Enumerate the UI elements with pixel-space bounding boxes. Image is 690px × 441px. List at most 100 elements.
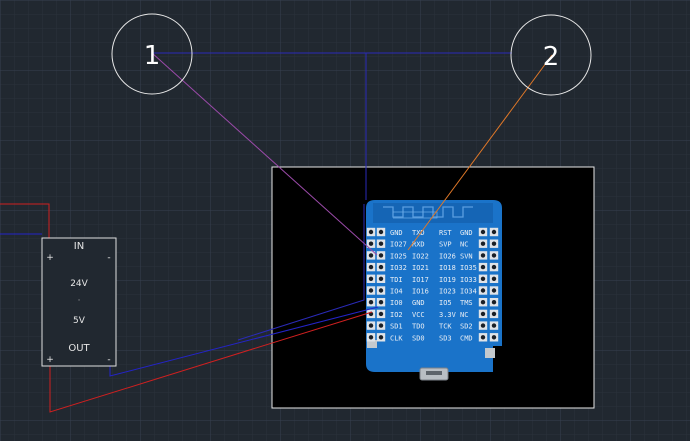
pin-hole xyxy=(378,335,384,340)
pin-hole xyxy=(480,311,486,317)
pin-hole xyxy=(480,276,486,281)
marker-2-label: 2 xyxy=(543,42,560,72)
marker-2-circle xyxy=(510,14,592,96)
wire-marker-1[interactable] xyxy=(151,52,378,256)
wires xyxy=(0,52,553,413)
pin-hole xyxy=(378,264,384,270)
antenna-trace xyxy=(383,206,473,218)
pin-label: IO26 xyxy=(439,252,456,260)
converter-out-voltage: 5V xyxy=(73,316,86,326)
pin-label: SD1 xyxy=(390,323,403,331)
wire-input-red[interactable] xyxy=(0,203,50,238)
pin-label: IO34 xyxy=(460,288,477,296)
pin-hole xyxy=(368,323,374,328)
pin-label: GND xyxy=(390,229,403,237)
converter-box xyxy=(41,237,117,367)
pin-label: IO35 xyxy=(460,264,477,272)
converter-in-minus: - xyxy=(107,253,110,263)
pin-label: NC xyxy=(460,241,468,249)
pin-label: CLK xyxy=(390,334,403,342)
pin-label: IO0 xyxy=(390,299,403,307)
dc-converter[interactable]: IN + - 24V · 5V OUT + - xyxy=(41,237,117,367)
pin-label: SVN xyxy=(460,252,473,260)
pin-label: IO23 xyxy=(439,288,456,296)
pin-label: CMD xyxy=(460,334,473,342)
pin-label: IO27 xyxy=(390,241,407,249)
pin-hole xyxy=(378,311,384,317)
marker-2[interactable]: 2 xyxy=(510,14,592,96)
pin-label: SD2 xyxy=(460,323,473,331)
marker-1-label: 1 xyxy=(144,41,161,71)
pin-label: SD3 xyxy=(439,334,452,342)
pin-label: GND xyxy=(412,299,425,307)
pin-hole xyxy=(491,311,497,317)
pin-column-right-inner xyxy=(478,227,488,342)
antenna-feed xyxy=(393,211,438,219)
pin-hole xyxy=(378,229,384,235)
pin-hole xyxy=(480,288,486,293)
pin-label: TXD xyxy=(412,229,425,237)
pin-label: VCC xyxy=(412,311,425,319)
pin-hole xyxy=(378,276,384,281)
pin-hole xyxy=(491,253,497,258)
pin-label: SD0 xyxy=(412,334,425,342)
pin-label: IO17 xyxy=(412,276,429,284)
pin-hole xyxy=(480,300,486,305)
converter-in-label: IN xyxy=(74,241,84,252)
pin-label: IO25 xyxy=(390,252,407,260)
pin-hole xyxy=(491,229,497,235)
pin-hole xyxy=(491,241,497,246)
pin-hole xyxy=(491,323,497,328)
pin-hole xyxy=(491,335,497,340)
pin-label: IO33 xyxy=(460,276,477,284)
pin-hole xyxy=(491,288,497,293)
wire-board-blue[interactable] xyxy=(237,204,365,341)
converter-out-minus: - xyxy=(107,355,110,365)
pin-hole xyxy=(491,276,497,281)
pin-label: RXD xyxy=(412,241,425,249)
pin-label: TDO xyxy=(412,323,425,331)
pin-hole xyxy=(480,241,486,246)
pin-label: IO19 xyxy=(439,276,456,284)
pin-hole xyxy=(480,335,486,340)
pin-hole xyxy=(368,300,374,305)
wire-gnd-blue[interactable] xyxy=(109,306,379,377)
marker-1[interactable]: 1 xyxy=(111,13,193,95)
pcb-body xyxy=(366,200,502,372)
pin-label: IO21 xyxy=(412,264,429,272)
marker-1-circle xyxy=(111,13,193,95)
pin-hole xyxy=(368,335,374,340)
pin-label: IO5 xyxy=(439,299,452,307)
pin-label: SVP xyxy=(439,241,452,249)
pin-hole xyxy=(368,264,374,270)
pin-label: NC xyxy=(460,311,468,319)
pin-column-right-outer xyxy=(489,227,499,342)
pin-hole xyxy=(368,276,374,281)
pin-hole xyxy=(368,229,374,235)
pin-label: RST xyxy=(439,229,452,237)
converter-in-voltage: 24V xyxy=(70,279,88,289)
pin-hole xyxy=(480,229,486,235)
usb-port-slot xyxy=(426,371,442,375)
converter-out-plus: + xyxy=(46,355,54,365)
pin-hole xyxy=(491,300,497,305)
pin-hole xyxy=(378,241,384,246)
pin-label: TCK xyxy=(439,323,452,331)
pin-label: TMS xyxy=(460,299,473,307)
pin-column-left-outer xyxy=(366,227,376,342)
pin-label: IO2 xyxy=(390,311,403,319)
pin-label: IO18 xyxy=(439,264,456,272)
pin-hole xyxy=(480,323,486,328)
pin-hole xyxy=(480,264,486,270)
pin-label: IO32 xyxy=(390,264,407,272)
smd-component xyxy=(367,340,377,348)
pin-label: 3.3V xyxy=(439,311,457,319)
wire-5v-red[interactable] xyxy=(49,311,373,413)
converter-separator: · xyxy=(78,296,81,306)
pin-label: IO4 xyxy=(390,288,403,296)
pin-hole xyxy=(378,288,384,293)
